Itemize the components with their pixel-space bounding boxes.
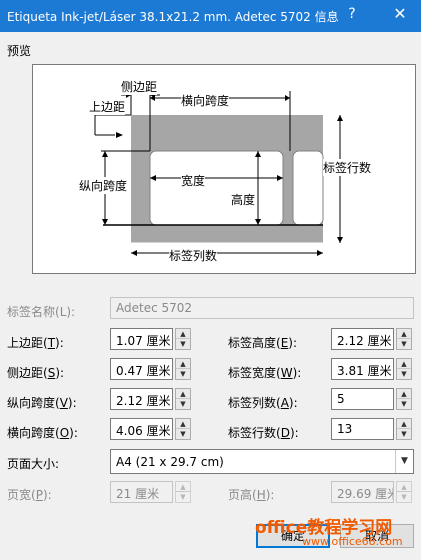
- label-width-spinner[interactable]: ▲▼: [396, 358, 412, 380]
- top-margin-spinner[interactable]: ▲▼: [175, 328, 191, 350]
- preview-height-label: 高度: [231, 191, 256, 208]
- spin-up-icon[interactable]: ▲: [397, 329, 411, 339]
- page-height-spinner: ▲▼: [396, 481, 412, 503]
- spin-up-icon[interactable]: ▲: [176, 419, 190, 429]
- horizontal-pitch-input[interactable]: 4.06 厘米: [110, 418, 173, 440]
- page-size-value: A4 (21 x 29.7 cm): [116, 455, 224, 469]
- top-margin-input[interactable]: 1.07 厘米: [110, 328, 173, 350]
- rows-input[interactable]: 13: [331, 418, 394, 440]
- spin-up-icon: ▲: [176, 482, 190, 492]
- spin-down-icon[interactable]: ▼: [180, 430, 186, 438]
- spin-down-icon[interactable]: ▼: [180, 400, 186, 408]
- side-margin-label: 侧边距(S):: [7, 366, 65, 380]
- label-width-input[interactable]: 3.81 厘米: [331, 358, 394, 380]
- spin-down-icon[interactable]: ▼: [401, 430, 407, 438]
- side-margin-input[interactable]: 0.47 厘米: [110, 358, 173, 380]
- window-title: Etiqueta Ink-jet/Láser 38.1x21.2 mm. Ade…: [7, 10, 339, 24]
- rows-spinner[interactable]: ▲▼: [396, 418, 412, 440]
- chevron-down-icon[interactable]: ▼: [395, 450, 413, 473]
- page-width-input: 21 厘米: [110, 481, 173, 503]
- horizontal-pitch-label: 横向跨度(O):: [7, 426, 78, 440]
- label-name-field: Adetec 5702: [110, 297, 414, 319]
- watermark-url: www.office68.com: [302, 535, 403, 548]
- label-height-input[interactable]: 2.12 厘米: [331, 328, 394, 350]
- label-name-label: 标签名称(L):: [7, 305, 76, 319]
- vertical-pitch-spinner[interactable]: ▲▼: [175, 388, 191, 410]
- side-margin-spinner[interactable]: ▲▼: [175, 358, 191, 380]
- spin-up-icon[interactable]: ▲: [176, 329, 190, 339]
- preview-columns-label: 标签列数: [169, 247, 218, 264]
- spin-down-icon[interactable]: ▼: [180, 340, 186, 348]
- title-bar: Etiqueta Ink-jet/Láser 38.1x21.2 mm. Ade…: [0, 0, 421, 32]
- spin-up-icon[interactable]: ▲: [397, 359, 411, 369]
- spin-up-icon[interactable]: ▲: [397, 389, 411, 399]
- page-width-spinner: ▲▼: [175, 481, 191, 503]
- preview-width-label: 宽度: [181, 172, 206, 189]
- page-width-label: 页宽(P):: [7, 488, 52, 502]
- watermark-text: office教程学习网: [255, 518, 393, 538]
- spin-up-icon[interactable]: ▲: [176, 359, 190, 369]
- preview-horizontal-pitch-label: 横向跨度: [181, 92, 230, 109]
- page-size-label: 页面大小:: [7, 457, 60, 471]
- preview-side-margin-label: 侧边距: [121, 78, 158, 95]
- spin-up-icon: ▲: [397, 482, 411, 492]
- preview-vertical-pitch-label: 纵向跨度: [79, 177, 128, 194]
- rows-label: 标签行数(D):: [228, 426, 299, 440]
- close-button[interactable]: ✕: [393, 4, 407, 23]
- preview-rows-label: 标签行数: [323, 159, 372, 176]
- spin-down-icon[interactable]: ▼: [401, 370, 407, 378]
- spin-down-icon[interactable]: ▼: [401, 400, 407, 408]
- spin-down-icon: ▼: [180, 493, 186, 501]
- columns-input[interactable]: 5: [331, 388, 394, 410]
- label-cell: [149, 150, 284, 226]
- label-height-label: 标签高度(E):: [228, 336, 298, 350]
- label-height-spinner[interactable]: ▲▼: [396, 328, 412, 350]
- preview-top-margin-label: 上边距: [89, 98, 126, 115]
- page-height-input: 29.69 厘米: [331, 481, 394, 503]
- label-cell-partial: [292, 150, 324, 226]
- ok-button[interactable]: 确定: [256, 524, 330, 548]
- horizontal-pitch-spinner[interactable]: ▲▼: [175, 418, 191, 440]
- spin-down-icon[interactable]: ▼: [401, 340, 407, 348]
- label-preview: 侧边距 横向跨度 上边距 标签行数 纵向跨度 宽度 高度 标签列数: [32, 64, 416, 274]
- top-margin-label: 上边距(T):: [7, 336, 64, 350]
- vertical-pitch-input[interactable]: 2.12 厘米: [110, 388, 173, 410]
- columns-label: 标签列数(A):: [228, 396, 298, 410]
- spin-down-icon[interactable]: ▼: [180, 370, 186, 378]
- columns-spinner[interactable]: ▲▼: [396, 388, 412, 410]
- spin-down-icon: ▼: [401, 493, 407, 501]
- page-size-select[interactable]: A4 (21 x 29.7 cm) ▼: [110, 449, 414, 474]
- label-width-label: 标签宽度(W):: [228, 366, 302, 380]
- cancel-button[interactable]: 取消: [340, 524, 414, 548]
- spin-up-icon[interactable]: ▲: [397, 419, 411, 429]
- preview-section-label: 预览: [7, 44, 32, 58]
- spin-up-icon[interactable]: ▲: [176, 389, 190, 399]
- page-height-label: 页高(H):: [228, 488, 275, 502]
- help-button[interactable]: ?: [348, 6, 356, 22]
- vertical-pitch-label: 纵向跨度(V):: [7, 396, 77, 410]
